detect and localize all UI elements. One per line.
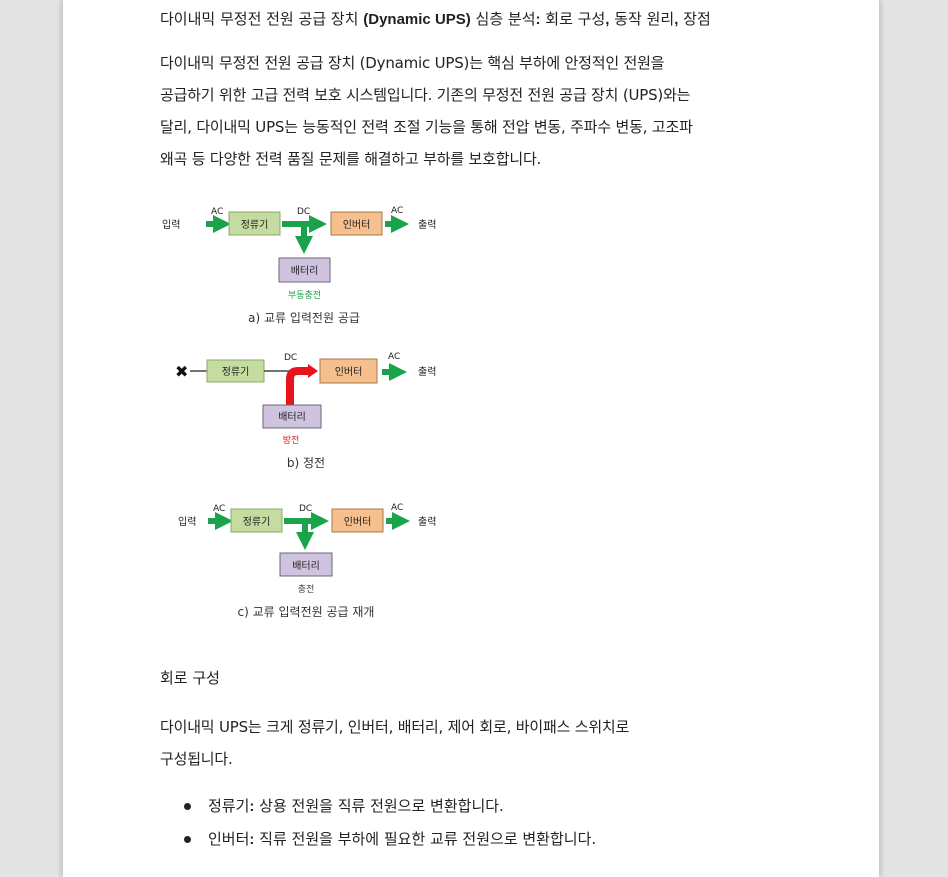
battery-box	[279, 552, 333, 577]
title-bold-text: (Dynamic UPS)	[363, 11, 471, 28]
battery-box	[278, 257, 331, 283]
list-item-text: 상용 전원을 직류 전원으로 변환합니다.	[254, 797, 504, 815]
label-rectifier: 정류기	[243, 516, 271, 528]
list-item-text: 직류 전원을 부하에 필요한 교류 전원으로 변환합니다.	[254, 830, 597, 848]
caption-a: a) 교류 입력전원 공급	[248, 311, 360, 325]
label-battery: 배터리	[292, 560, 320, 572]
label-inverter: 인버터	[344, 516, 372, 528]
bullet-icon	[184, 836, 191, 843]
label-rectifier: 정류기	[241, 219, 269, 231]
list-item-colon: :	[249, 798, 255, 815]
title-punct: ,	[605, 11, 610, 28]
inverter-box	[319, 358, 378, 384]
diagram-panel-c: 입력 AC 정류기 DC 인버터 AC 출력 배터리 충전 c)	[178, 503, 436, 619]
power-cut-icon: ✖	[175, 362, 188, 381]
paragraph-line: 구성됩니다.	[160, 750, 233, 768]
title-text: 심층 분석	[470, 10, 536, 28]
ups-operation-diagram: 입력 AC 정류기 DC 인버터 AC 출력 배터리 부동충전 a	[160, 183, 450, 638]
title-text: 다이내믹 무정전 전원 공급 장치	[160, 10, 364, 28]
label-battery: 배터리	[278, 411, 306, 423]
label-output: 출력	[418, 516, 436, 528]
title-text: 장점	[678, 10, 711, 28]
list-item: 정류기: 상용 전원을 직류 전원으로 변환합니다.	[184, 790, 596, 823]
label-output: 출력	[418, 366, 436, 378]
caption-b: b) 정전	[287, 456, 325, 470]
label-input: 입력	[162, 218, 180, 231]
label-rectifier: 정류기	[222, 366, 250, 378]
paragraph-line: 왜곡 등 다양한 전력 품질 문제를 해결하고 부하를 보호합니다.	[160, 150, 542, 168]
diagram-panel-b: ✖ 정류기 DC 인버터 AC 출력 배터리 방전 b) 정전	[175, 352, 436, 470]
paragraph-line: 달리, 다이내믹 UPS는 능동적인 전력 조절 기능을 통해 전압 변동, 주…	[160, 118, 693, 136]
title-punct: :	[535, 11, 541, 28]
label-battery-state: 부동충전	[288, 290, 321, 301]
paragraph-line: 다이내믹 무정전 전원 공급 장치 (Dynamic UPS)는 핵심 부하에 …	[160, 54, 665, 72]
document-title: 다이내믹 무정전 전원 공급 장치 (Dynamic UPS) 심층 분석: 회…	[160, 3, 711, 36]
component-list: 정류기: 상용 전원을 직류 전원으로 변환합니다. 인버터: 직류 전원을 부…	[184, 790, 596, 856]
label-ac-out: AC	[391, 503, 403, 513]
section-paragraph: 다이내믹 UPS는 크게 정류기, 인버터, 배터리, 제어 회로, 바이패스 …	[160, 711, 720, 775]
label-dc: DC	[284, 353, 297, 363]
title-punct: ,	[674, 11, 679, 28]
paragraph-line: 공급하기 위한 고급 전력 보호 시스템입니다. 기존의 무정전 전원 공급 장…	[160, 86, 691, 104]
list-item-term: 정류기	[208, 797, 250, 815]
discharge-arrow-icon	[286, 367, 310, 405]
label-ac-in: AC	[213, 504, 225, 514]
rectifier-box	[230, 508, 283, 533]
title-text: 회로 구성	[540, 10, 606, 28]
title-text: 동작 원리	[609, 10, 675, 28]
label-battery: 배터리	[291, 265, 319, 277]
battery-box	[262, 404, 322, 429]
inverter-box	[331, 508, 384, 533]
caption-c: c) 교류 입력전원 공급 재개	[238, 605, 375, 619]
label-dc: DC	[299, 504, 312, 514]
label-input: 입력	[178, 515, 196, 528]
label-inverter: 인버터	[343, 219, 371, 231]
rectifier-box	[228, 211, 281, 236]
label-battery-state: 충전	[298, 584, 315, 595]
label-dc: DC	[297, 207, 310, 217]
document-page: 다이내믹 무정전 전원 공급 장치 (Dynamic UPS) 심층 분석: 회…	[63, 0, 879, 877]
paragraph-line: 다이내믹 UPS는 크게 정류기, 인버터, 배터리, 제어 회로, 바이패스 …	[160, 718, 630, 736]
label-ac-in: AC	[211, 207, 223, 217]
list-item-term: 인버터	[208, 830, 250, 848]
bullet-icon	[184, 803, 191, 810]
list-item: 인버터: 직류 전원을 부하에 필요한 교류 전원으로 변환합니다.	[184, 823, 596, 856]
label-output: 출력	[418, 219, 436, 231]
label-ac-out: AC	[388, 352, 400, 362]
section-heading: 회로 구성	[160, 669, 220, 687]
diagram-panel-a: 입력 AC 정류기 DC 인버터 AC 출력 배터리 부동충전 a	[162, 206, 436, 325]
label-battery-state: 방전	[283, 435, 300, 446]
list-item-colon: :	[249, 831, 255, 848]
label-ac-out: AC	[391, 206, 403, 216]
inverter-box	[330, 211, 383, 236]
intro-paragraph: 다이내믹 무정전 전원 공급 장치 (Dynamic UPS)는 핵심 부하에 …	[160, 47, 800, 175]
label-inverter: 인버터	[335, 366, 363, 378]
arrow-icon	[308, 364, 318, 378]
